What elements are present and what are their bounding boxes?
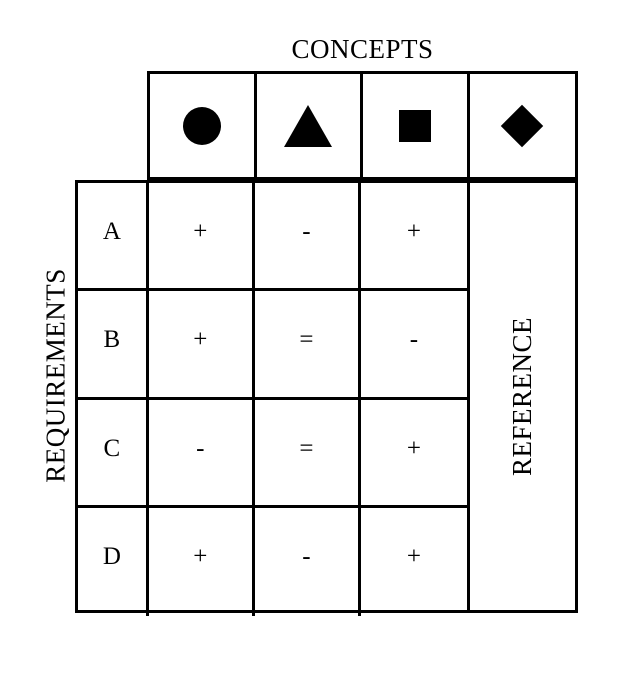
circle-icon: [182, 106, 221, 145]
concept-header-cell-2: [363, 74, 470, 177]
table-row: B + = -: [78, 291, 467, 400]
score-cell-c-1: =: [255, 399, 361, 505]
score-cell-a-1: -: [255, 183, 361, 289]
score-cell-c-2: +: [406, 434, 422, 462]
reference-column-label: REFERENCE: [507, 316, 538, 477]
concept-header-cell-3: [470, 74, 575, 177]
requirement-label-b: B: [78, 291, 149, 397]
matrix-body: A + - + B + = - C - = + D + - +: [75, 180, 470, 616]
concepts-header-row: [147, 71, 578, 180]
table-row: D + - +: [78, 507, 467, 616]
score-cell-b-1: =: [255, 291, 361, 397]
concept-header-cell-0: [150, 74, 257, 177]
concept-header-cell-1: [257, 74, 363, 177]
score-cell-b-2: -: [409, 326, 419, 354]
triangle-icon: [284, 104, 333, 147]
score-cell-d-0: +: [149, 507, 255, 616]
score-cell-d-1: -: [255, 507, 361, 616]
concepts-axis-title: CONCEPTS: [291, 34, 434, 64]
requirement-label-c: C: [78, 399, 149, 505]
reference-column-cell: REFERENCE: [470, 180, 578, 613]
diamond-icon: [501, 104, 544, 147]
square-icon: [398, 109, 431, 142]
score-cell-a-2: +: [406, 218, 422, 245]
requirements-axis-title: REQUIREMENTS: [40, 268, 71, 483]
requirement-label-a: A: [78, 183, 149, 289]
score-cell-c-0: -: [149, 399, 255, 505]
score-cell-a-0: +: [149, 183, 255, 289]
score-cell-b-0: +: [149, 291, 255, 397]
requirement-label-d: D: [78, 507, 149, 616]
table-row: A + - +: [78, 183, 467, 292]
score-cell-d-2: +: [406, 542, 422, 570]
table-row: C - = +: [78, 399, 467, 508]
